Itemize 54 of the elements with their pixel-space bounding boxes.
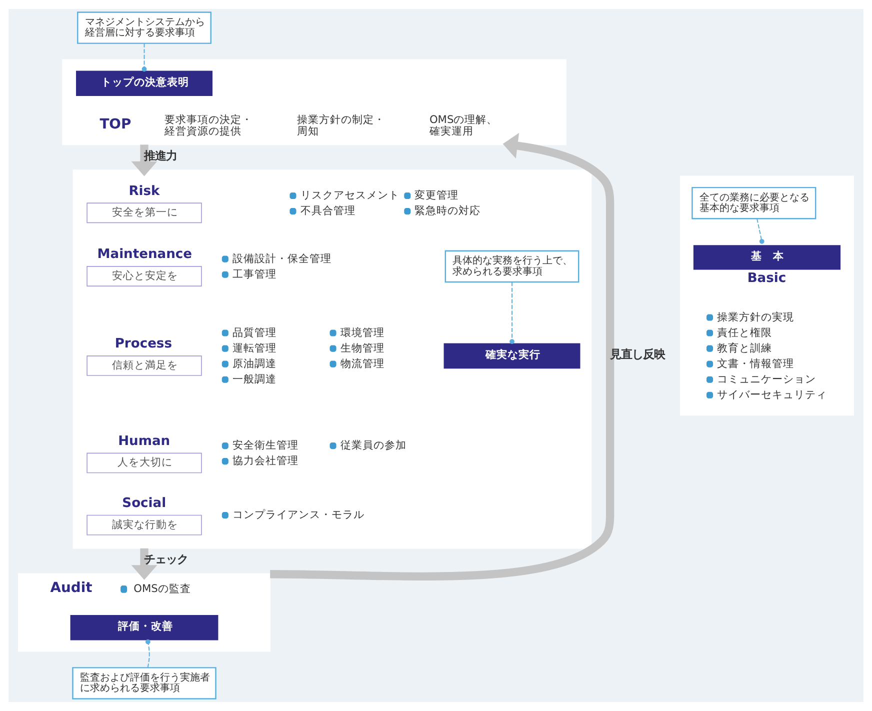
node-box: 評価・改善: [70, 614, 218, 640]
node-label: Social: [122, 496, 166, 511]
edge-label: 推進力: [144, 148, 178, 163]
node-label: 設備設計・保全管理: [232, 252, 332, 265]
connector: [145, 639, 150, 668]
node-label: Process: [114, 336, 172, 352]
node-box: 基 本: [693, 245, 841, 270]
node-box: 監査および評価を行う実施者に求められる要求事項: [72, 667, 216, 700]
connector: [142, 42, 147, 72]
node-label: 緊急時の対応: [414, 204, 481, 218]
node-label: 責任と権限: [717, 326, 772, 339]
node-label: 変更管理: [414, 188, 459, 202]
node-label: 従業員の参加: [340, 438, 406, 452]
node-label: 文書・情報管理: [717, 356, 794, 370]
node-label: 環境管理: [340, 326, 384, 339]
node-label: 原油調達: [232, 356, 277, 370]
node-label: Human: [118, 434, 170, 449]
node-box: トップの決意表明: [76, 70, 212, 96]
node-label: コンプライアンス・モラル: [232, 508, 365, 522]
node-label: 生物管理: [340, 341, 384, 354]
cluster: [72, 170, 592, 549]
arrow: [131, 144, 158, 176]
node-label: 工事管理: [232, 267, 277, 280]
node-label: Risk: [128, 184, 160, 199]
node-box: 確実な実行: [444, 343, 580, 369]
node-box: 安心と安定を: [86, 266, 202, 286]
node-label: 運転管理: [232, 341, 277, 354]
node-box: 誠実な行動を: [86, 514, 202, 536]
node-label: 一般調達: [232, 372, 277, 386]
edge-label: チェック: [144, 552, 188, 566]
node-label: 品質管理: [232, 326, 277, 339]
node-box: 安全を第一に: [86, 202, 202, 224]
node-label: コミュニケーション: [717, 372, 816, 386]
node-label: 不具合管理: [300, 204, 356, 218]
node-label: 教育と訓練: [717, 341, 772, 354]
node-box: 信頼と満足を: [86, 356, 202, 376]
arrow: [131, 548, 158, 580]
node-label: Basic: [747, 270, 786, 286]
node-label: リスクアセスメント: [300, 188, 400, 202]
node-box: 人を大切に: [86, 452, 202, 474]
node-label: Maintenance: [97, 247, 192, 262]
node-label: 協力会社管理: [232, 454, 299, 468]
node-label: 操業方針の実現: [717, 310, 794, 324]
connector: [756, 218, 764, 244]
node-box: マネジメントシステムから経営層に対する要求事項: [77, 12, 212, 44]
node-label: 安全衛生管理: [232, 438, 299, 452]
node-label: サイバーセキュリティ: [717, 388, 828, 401]
node-label: 物流管理: [340, 356, 384, 370]
edge-label: 見直し反映: [610, 347, 666, 362]
connector: [510, 282, 514, 344]
node-box: 全ての業務に必要となる基本的な要求事項: [692, 186, 816, 220]
arrow: [270, 132, 614, 580]
node-box: 具体的な実務を行う上で、求められる要求事項: [444, 250, 580, 283]
cluster: [680, 176, 854, 416]
